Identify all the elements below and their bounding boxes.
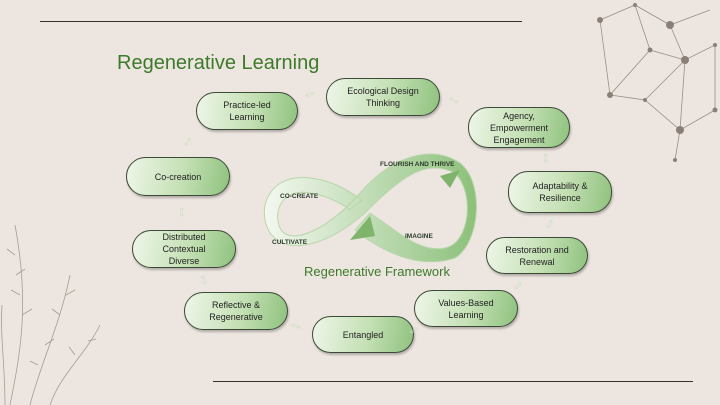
flourish-label: FLOURISH AND THRIVE: [380, 161, 455, 168]
slide-title: Regenerative Learning: [117, 52, 320, 74]
network-decoration: [597, 3, 718, 162]
double-arrow-icon: ⇔: [285, 314, 307, 337]
top-divider: [40, 21, 522, 22]
plant-decoration: [1, 224, 101, 405]
co-create-label: CO-CREATE: [280, 193, 319, 200]
double-arrow-icon: ⇔: [193, 269, 216, 291]
pill-values-based[interactable]: Values-Based Learning: [414, 290, 518, 327]
pill-entangled[interactable]: Entangled: [312, 316, 414, 353]
imagine-arrow-head: [350, 216, 375, 240]
double-arrow-icon: ⇔: [174, 204, 191, 220]
cultivate-label: CULTIVATE: [272, 239, 308, 246]
infinity-diagram: CO-CREATE FLOURISH AND THRIVE CULTIVATE …: [263, 153, 477, 263]
double-arrow-icon: ⇔: [539, 213, 562, 236]
infinity-loop: [263, 153, 477, 263]
double-arrow-icon: ⇔: [299, 82, 321, 105]
imagine-label: IMAGINE: [405, 233, 433, 240]
double-arrow-icon: ⇔: [538, 150, 555, 166]
pill-ecological-design-thinking[interactable]: Ecological Design Thinking: [326, 78, 440, 116]
pill-adaptability[interactable]: Adaptability & Resilience: [508, 171, 612, 213]
pill-practice-led-learning[interactable]: Practice-led Learning: [196, 92, 298, 130]
pill-agency[interactable]: Agency, Empowerment Engagement: [468, 107, 570, 148]
framework-label: Regenerative Framework: [304, 264, 450, 279]
bottom-divider: [213, 381, 693, 382]
pill-co-creation[interactable]: Co-creation: [126, 157, 230, 196]
pill-restoration[interactable]: Restoration and Renewal: [486, 237, 588, 274]
double-arrow-icon: ⇔: [443, 88, 466, 111]
double-arrow-icon: ⇔: [177, 131, 200, 154]
flourish-arrow-head: [440, 170, 460, 188]
pill-distributed[interactable]: Distributed Contextual Diverse: [132, 230, 236, 268]
pill-reflective[interactable]: Reflective & Regenerative: [184, 292, 288, 330]
